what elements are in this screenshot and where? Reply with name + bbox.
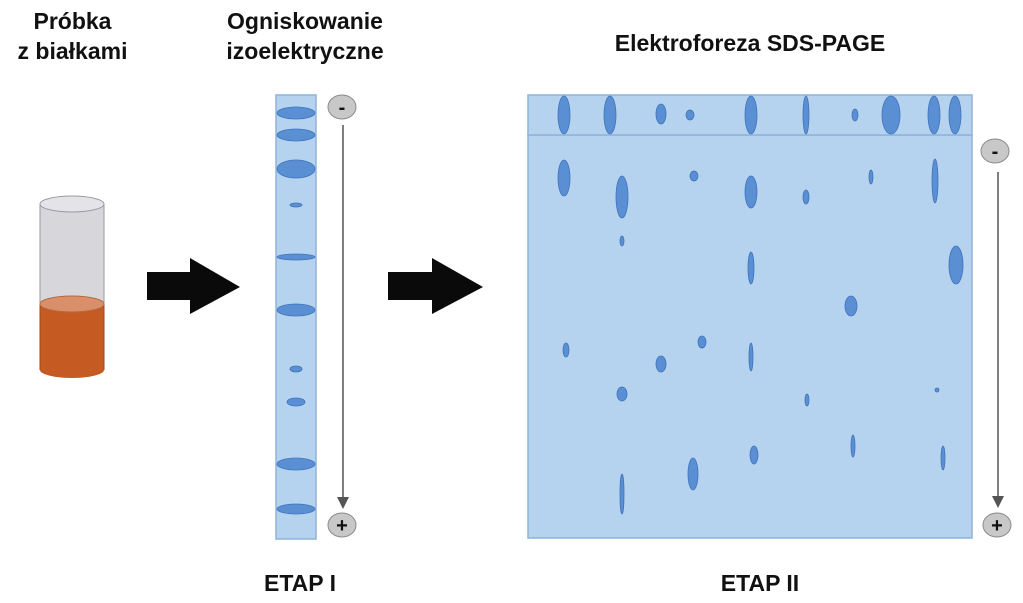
test-tube-icon bbox=[39, 195, 105, 378]
strip-bands bbox=[557, 95, 962, 135]
strip-band bbox=[802, 95, 810, 135]
protein-spot bbox=[850, 434, 856, 458]
right-arrow-icon bbox=[388, 258, 483, 314]
strip-band bbox=[881, 95, 901, 135]
protein-spot bbox=[697, 335, 707, 349]
sample-title-line1: Próbka bbox=[33, 8, 112, 34]
sds-plus-electrode: + bbox=[982, 512, 1012, 538]
protein-spot bbox=[619, 473, 625, 515]
protein-spot bbox=[562, 342, 570, 358]
protein-spot bbox=[557, 159, 571, 197]
strip-band bbox=[744, 95, 758, 135]
ief-plus-symbol: + bbox=[336, 515, 348, 537]
protein-spot bbox=[615, 175, 629, 219]
protein-spot bbox=[868, 169, 874, 185]
ief-bands bbox=[276, 106, 316, 515]
strip-band bbox=[851, 108, 859, 122]
protein-spot bbox=[619, 235, 625, 247]
ief-plus-electrode: + bbox=[327, 512, 357, 538]
protein-spot bbox=[744, 175, 758, 209]
ief-band bbox=[276, 457, 316, 471]
strip-band bbox=[685, 109, 695, 121]
strip-band bbox=[948, 95, 962, 135]
protein-spot bbox=[748, 342, 754, 372]
protein-spot bbox=[747, 251, 755, 285]
ief-band bbox=[276, 128, 316, 142]
ief-title-line1: Ogniskowanie bbox=[227, 8, 383, 34]
protein-spot bbox=[655, 355, 667, 373]
ief-band bbox=[289, 202, 303, 208]
ief-band bbox=[276, 253, 316, 261]
protein-spot bbox=[934, 387, 940, 393]
protein-spot bbox=[802, 189, 810, 205]
sample-title: Próbka z białkami bbox=[0, 6, 145, 66]
ief-title-line2: izoelektryczne bbox=[226, 38, 384, 64]
stage2-label: ETAP II bbox=[720, 570, 800, 596]
ief-band bbox=[289, 365, 303, 373]
ief-band bbox=[276, 303, 316, 317]
protein-spots bbox=[557, 158, 964, 515]
ief-minus-symbol: - bbox=[339, 97, 346, 119]
right-arrow-icon bbox=[147, 258, 240, 314]
protein-spot bbox=[931, 158, 939, 204]
protein-spot bbox=[689, 170, 699, 182]
ief-band bbox=[276, 503, 316, 515]
strip-band bbox=[927, 95, 941, 135]
ief-band bbox=[276, 106, 316, 120]
protein-spot bbox=[844, 295, 858, 317]
sds-minus-symbol: - bbox=[992, 141, 999, 163]
protein-spot bbox=[948, 245, 964, 285]
ief-band bbox=[286, 397, 306, 407]
strip-band bbox=[603, 95, 617, 135]
strip-band bbox=[557, 95, 571, 135]
ief-band bbox=[276, 159, 316, 179]
protein-spot bbox=[687, 457, 699, 491]
ief-title: Ogniskowanie izoelektryczne bbox=[205, 6, 405, 66]
sds-title: Elektroforeza SDS-PAGE bbox=[614, 30, 886, 56]
strip-band bbox=[655, 103, 667, 125]
stage1-label: ETAP I bbox=[264, 570, 336, 596]
ief-minus-electrode: - bbox=[327, 94, 357, 120]
protein-spot bbox=[616, 386, 628, 402]
protein-spot bbox=[804, 393, 810, 407]
sample-title-line2: z białkami bbox=[17, 38, 128, 64]
sds-gel bbox=[527, 94, 973, 539]
protein-spot bbox=[749, 445, 759, 465]
sds-plus-symbol: + bbox=[991, 515, 1003, 537]
sds-minus-electrode: - bbox=[980, 138, 1010, 164]
protein-spot bbox=[940, 445, 946, 471]
